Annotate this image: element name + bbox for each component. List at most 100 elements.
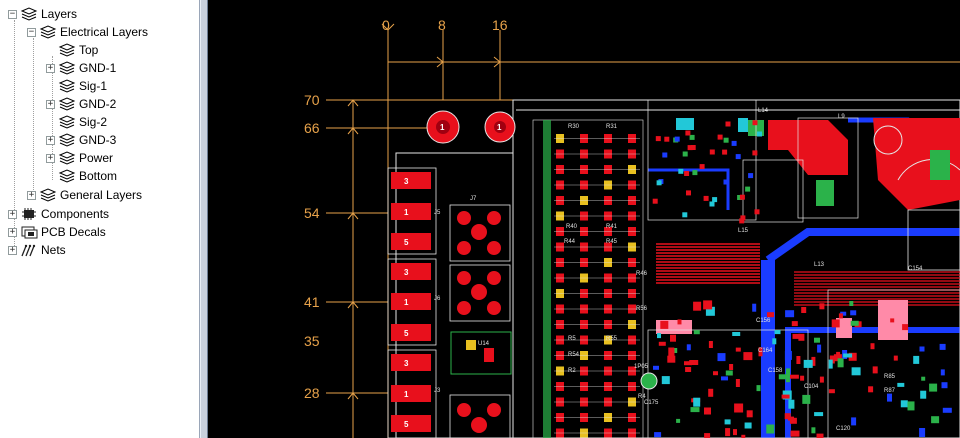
- smd-pad: [717, 134, 723, 140]
- refdes-label: L14: [758, 108, 769, 114]
- refdes-label: C104: [804, 384, 819, 390]
- smd-pad: [931, 416, 940, 424]
- smd-pad: [872, 366, 878, 374]
- mounting-pad[interactable]: 1: [484, 111, 516, 143]
- smd-pad: [811, 356, 816, 366]
- smd-pad: [897, 382, 905, 387]
- tree-item-gnd2[interactable]: + GND-2: [46, 95, 116, 113]
- smd-pad: [850, 320, 859, 326]
- smd-pad: [723, 179, 729, 185]
- expand-icon[interactable]: +: [46, 62, 55, 73]
- smd-pad: [848, 352, 857, 361]
- expand-icon[interactable]: +: [46, 134, 55, 145]
- tree-label: Components: [41, 207, 110, 221]
- refdes-label: R55: [606, 336, 618, 342]
- refdes-label: C175: [644, 400, 659, 406]
- layer-icon: [58, 133, 76, 147]
- test-point[interactable]: [640, 372, 658, 390]
- refdes-label: R46: [636, 271, 648, 277]
- smd-pad: [708, 341, 713, 348]
- expand-icon[interactable]: +: [8, 208, 17, 219]
- pcb-layout-canvas[interactable]: 0 8 16 70 66 54 41 35 28 1 1: [208, 0, 960, 438]
- smd-pad: [689, 134, 695, 140]
- tree-item-power[interactable]: + Power: [46, 149, 113, 167]
- smd-pad: [703, 300, 713, 310]
- smd-pad: [684, 171, 690, 176]
- smd-pad: [868, 386, 874, 393]
- pin-number: 5: [404, 329, 409, 338]
- panel-splitter[interactable]: [200, 0, 208, 438]
- smd-pad: [655, 136, 661, 142]
- tree-item-sig1[interactable]: Sig-1: [46, 77, 107, 95]
- smd-pad: [790, 430, 800, 437]
- smd-pad: [893, 355, 898, 361]
- refdes-label: C158: [768, 368, 783, 374]
- smd-pad: [791, 321, 798, 327]
- tree-item-layers[interactable]: − Layers: [8, 5, 77, 23]
- tree-connector: [14, 20, 15, 254]
- tree-label: GND-2: [79, 97, 117, 111]
- expand-icon[interactable]: +: [46, 98, 55, 109]
- refdes-label: J3: [434, 388, 441, 394]
- expand-icon[interactable]: +: [8, 244, 17, 255]
- smd-pad: [674, 136, 680, 142]
- tree-item-general-layers[interactable]: + General Layers: [27, 186, 142, 204]
- tree-item-bottom[interactable]: Bottom: [46, 167, 117, 185]
- smd-pad: [664, 136, 670, 142]
- pin-number: 5: [404, 238, 409, 247]
- smd-pad: [767, 312, 774, 318]
- smd-pad: [778, 374, 787, 380]
- ruler-x-label: 8: [438, 17, 446, 33]
- tree-label: Power: [79, 151, 114, 165]
- ruler-y-label: 54: [304, 205, 320, 221]
- smd-pad: [784, 413, 791, 420]
- smd-pad: [766, 424, 775, 434]
- smd-pad: [919, 346, 925, 352]
- tree-item-gnd3[interactable]: + GND-3: [46, 131, 116, 149]
- smd-pad: [734, 403, 744, 413]
- smd-pad: [752, 303, 757, 312]
- smd-pad: [689, 360, 699, 365]
- refdes-label: R85: [884, 374, 896, 380]
- tree-item-nets[interactable]: + Nets: [8, 241, 66, 259]
- tree-item-components[interactable]: + Components: [8, 205, 109, 223]
- smd-pad: [687, 145, 693, 151]
- layers-icon: [39, 25, 57, 39]
- smd-pad: [692, 170, 698, 176]
- smd-pad: [686, 344, 691, 351]
- ruler-y-label: 41: [304, 294, 320, 310]
- smd-pad: [814, 337, 820, 343]
- tree-label: Bottom: [79, 169, 118, 183]
- refdes-label: R87: [884, 388, 896, 394]
- smd-pad: [672, 348, 678, 353]
- smd-pad: [677, 319, 682, 325]
- tree-item-electrical-layers[interactable]: − Electrical Layers: [27, 23, 148, 41]
- smd-pad: [836, 351, 841, 356]
- tree-item-top[interactable]: Top: [46, 41, 98, 59]
- tree-item-pcb-decals[interactable]: + PCB Decals: [8, 223, 106, 241]
- pin-number: 3: [404, 177, 409, 186]
- smd-pad: [789, 417, 797, 424]
- collapse-icon[interactable]: −: [27, 26, 36, 37]
- expand-icon[interactable]: +: [46, 152, 55, 163]
- layers-icon: [39, 188, 57, 202]
- refdes-label: R41: [606, 224, 618, 230]
- expand-icon[interactable]: +: [8, 226, 17, 237]
- smd-pad: [709, 201, 715, 207]
- smd-pad: [785, 374, 790, 383]
- smd-pad: [833, 354, 842, 362]
- pcb-drawing[interactable]: 0 8 16 70 66 54 41 35 28 1 1: [208, 0, 960, 438]
- smd-pad: [746, 410, 753, 418]
- collapse-icon[interactable]: −: [8, 8, 17, 19]
- tree-label: PCB Decals: [41, 225, 106, 239]
- smd-pad: [682, 151, 688, 157]
- tree-item-sig2[interactable]: Sig-2: [46, 113, 107, 131]
- smd-pad: [744, 422, 752, 429]
- tree-item-gnd1[interactable]: + GND-1: [46, 59, 116, 77]
- tree-label: Top: [79, 43, 99, 57]
- expand-icon[interactable]: +: [27, 189, 36, 200]
- smd-pad: [723, 137, 729, 143]
- mounting-pad[interactable]: 1: [426, 110, 460, 144]
- smd-pad: [735, 347, 741, 352]
- smd-pad: [913, 355, 920, 364]
